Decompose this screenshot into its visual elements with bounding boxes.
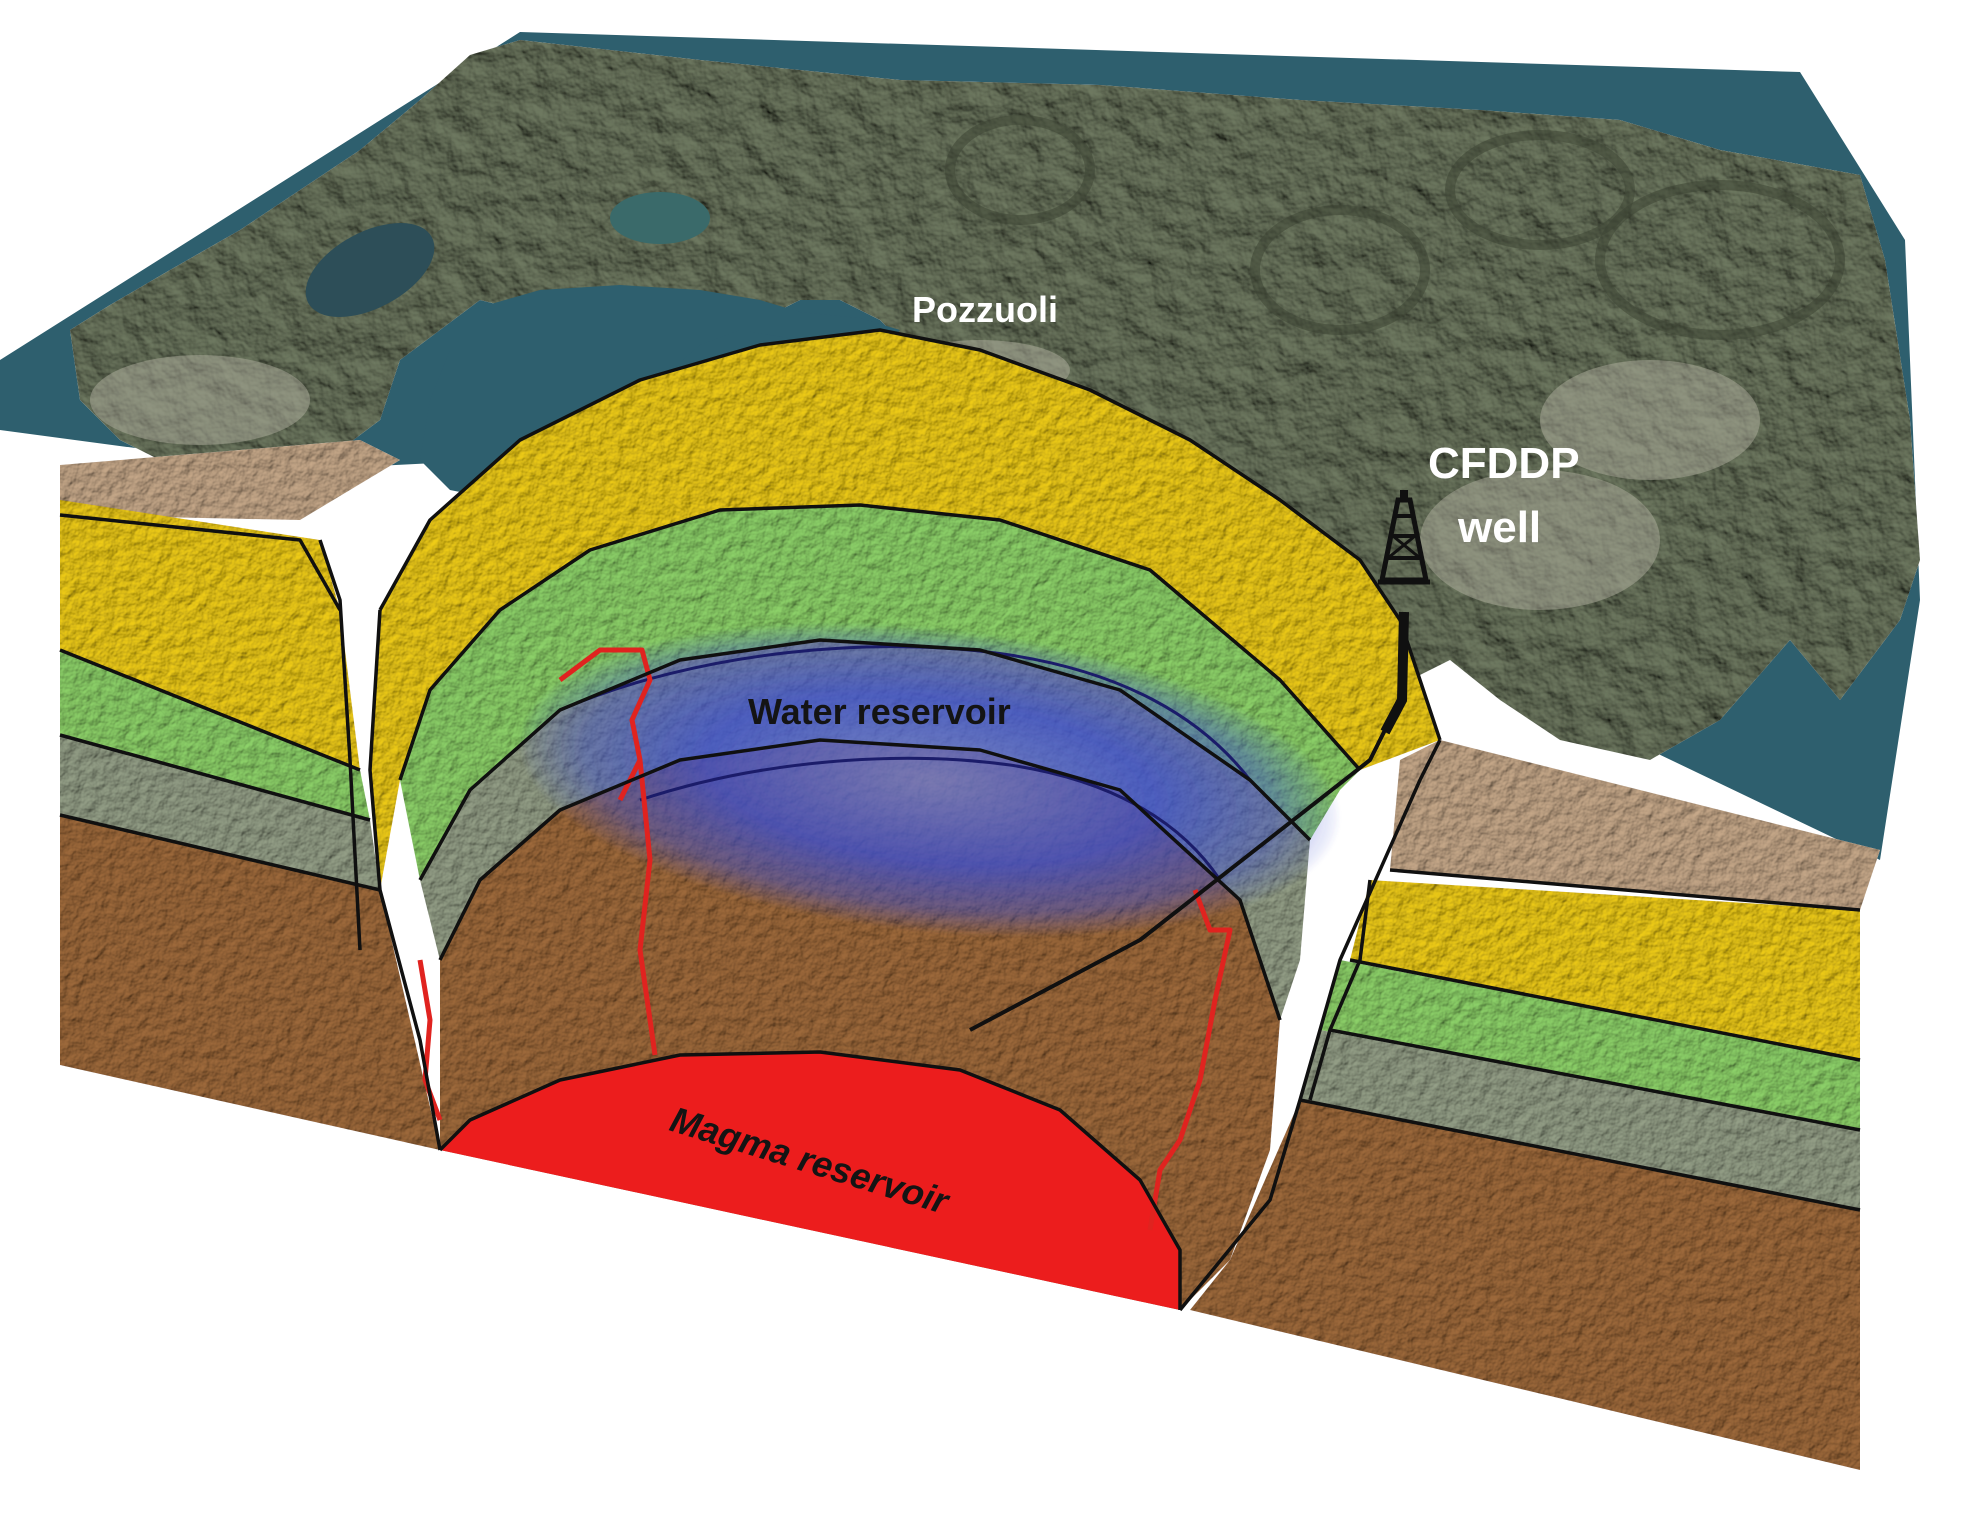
urban-area-1 xyxy=(1420,470,1660,610)
urban-area-4 xyxy=(90,355,310,445)
magma-outline xyxy=(438,1050,1182,1310)
center-yellow-layer xyxy=(370,330,1440,890)
left-grey-layer xyxy=(60,735,380,890)
left-tan-layer xyxy=(60,440,400,520)
left-contact-3 xyxy=(59,733,371,822)
aquifer-bottom-line xyxy=(639,756,1222,881)
right-contact-1 xyxy=(1389,868,1861,912)
well-label-line1: CFDDP xyxy=(1428,439,1580,488)
outlines xyxy=(59,328,1861,1312)
fracture-right xyxy=(1147,889,1233,1231)
right-brown-layer xyxy=(1190,1100,1860,1470)
right-contact-4 xyxy=(1299,1098,1861,1212)
right-tan-layer xyxy=(1390,740,1880,910)
crater-3 xyxy=(945,115,1095,225)
ring-fault-left-inner xyxy=(318,539,362,951)
lake-1 xyxy=(305,223,435,317)
water-reservoir-label: Water reservoir xyxy=(748,691,1011,732)
dome-outline xyxy=(378,328,1442,741)
left-contact-2 xyxy=(59,648,361,772)
right-green-layer xyxy=(1320,960,1860,1130)
right-yellow-layer xyxy=(1350,880,1860,1060)
dome-contact-1 xyxy=(398,503,1362,781)
drilling-rig-icon xyxy=(1378,490,1430,585)
right-contact-3 xyxy=(1329,1028,1861,1132)
crater-4 xyxy=(1445,130,1635,250)
center-green-layer xyxy=(400,505,1360,880)
crater-1 xyxy=(1250,205,1430,335)
well-label-line2: well xyxy=(1457,503,1541,552)
magma-reservoir xyxy=(440,1052,1180,1310)
well-casing xyxy=(1380,611,1409,735)
left-brown-layer xyxy=(60,815,440,1150)
dome-contact-3 xyxy=(438,738,1282,1021)
fracture-center xyxy=(558,647,658,1056)
left-green-layer xyxy=(60,650,370,820)
lake-2 xyxy=(610,192,710,244)
urban-area-2 xyxy=(1540,360,1760,480)
dome-contact-2 xyxy=(418,638,1312,881)
water-reservoir xyxy=(521,624,1339,936)
right-contact-2 xyxy=(1349,958,1861,1062)
town-label: Pozzuoli xyxy=(912,289,1058,330)
ring-fault-left xyxy=(368,609,442,1151)
left-yellow-layer xyxy=(60,500,360,770)
left-contact-4 xyxy=(59,813,381,892)
right-fault-step xyxy=(1308,879,1372,1101)
crater-2 xyxy=(1595,180,1845,340)
left-contact-1 xyxy=(59,513,342,611)
ring-fault-right xyxy=(1178,739,1442,1312)
right-grey-layer xyxy=(1300,1030,1860,1210)
